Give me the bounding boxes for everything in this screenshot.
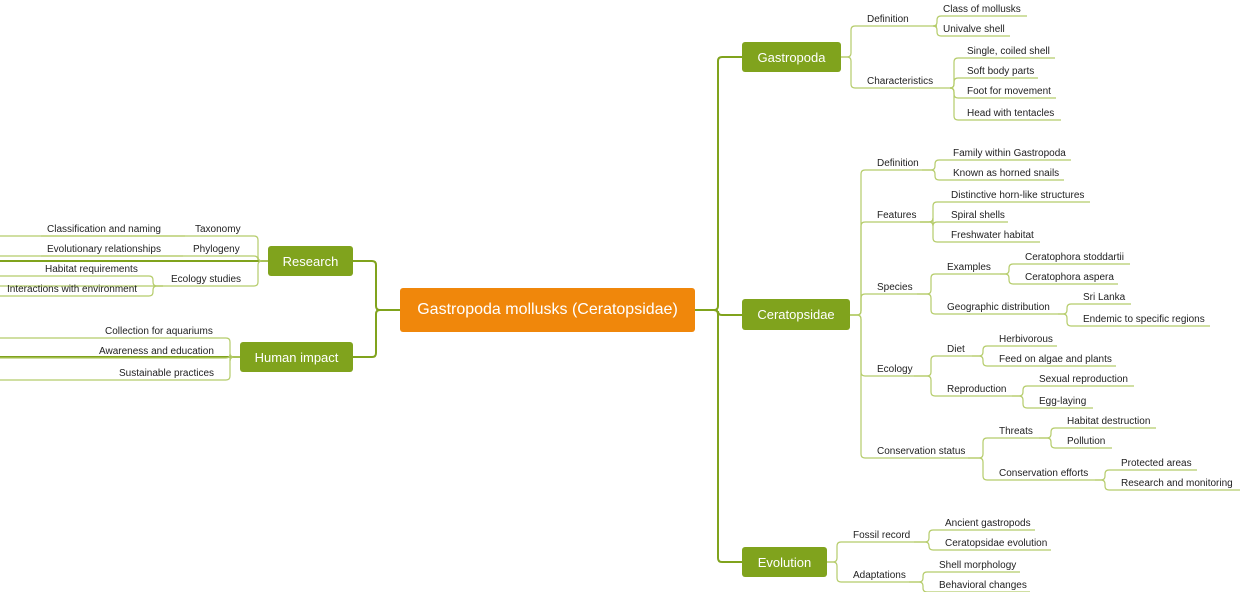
- connector: [827, 541, 914, 563]
- research-phylogeny[interactable]: Phylogeny: [193, 244, 240, 255]
- connector: [1058, 303, 1131, 315]
- connector: [0, 309, 400, 358]
- connector: [1012, 395, 1093, 409]
- connector: [850, 314, 968, 459]
- effort-item[interactable]: Protected areas: [1121, 458, 1192, 469]
- research-ecology-studies[interactable]: Ecology studies: [171, 274, 242, 285]
- ecology-diet[interactable]: Diet: [947, 344, 965, 355]
- connector: [920, 201, 1090, 223]
- connector: [695, 309, 742, 563]
- diet-item[interactable]: Feed on algae and plants: [999, 354, 1112, 365]
- ceratopsidae-conservation[interactable]: Conservation status: [877, 446, 966, 457]
- distribution-item[interactable]: Endemic to specific regions: [1083, 314, 1205, 325]
- connector: [850, 293, 917, 316]
- root-topic[interactable]: Gastropoda mollusks (Ceratopsidae): [400, 288, 695, 332]
- connector: [914, 355, 972, 377]
- species-example-item[interactable]: Ceratophora stoddartii: [1025, 252, 1124, 263]
- adaptation-item[interactable]: Behavioral changes: [939, 580, 1027, 591]
- connector: [695, 56, 742, 311]
- branch-research[interactable]: Research: [268, 246, 353, 276]
- ecology-study-item[interactable]: Habitat requirements: [45, 264, 138, 275]
- human-impact-item[interactable]: Collection for aquariums: [105, 326, 213, 337]
- connector: [932, 25, 1010, 37]
- gastropoda-definition[interactable]: Definition: [867, 14, 909, 25]
- gastropoda-characteristic-item[interactable]: Soft body parts: [967, 66, 1035, 77]
- connector: [841, 56, 951, 89]
- species-examples[interactable]: Examples: [947, 262, 991, 273]
- gastropoda-definition-item[interactable]: Univalve shell: [943, 24, 1005, 35]
- connector: [922, 169, 1064, 181]
- ceratopsidae-feature-item[interactable]: Spiral shells: [951, 210, 1005, 221]
- connector: [917, 293, 1058, 315]
- human-impact-item[interactable]: Awareness and education: [99, 346, 214, 357]
- gastropoda-characteristics[interactable]: Characteristics: [867, 76, 934, 87]
- gastropoda-characteristic-item[interactable]: Head with tentacles: [967, 108, 1055, 119]
- conservation-efforts[interactable]: Conservation efforts: [999, 468, 1089, 479]
- connector: [1012, 385, 1134, 397]
- distribution-item[interactable]: Sri Lanka: [1083, 292, 1126, 303]
- diet-item[interactable]: Herbivorous: [999, 334, 1053, 345]
- taxonomy-item[interactable]: Classification and naming: [47, 224, 161, 235]
- research-taxonomy[interactable]: Taxonomy: [195, 224, 241, 235]
- fossil-item[interactable]: Ancient gastropods: [945, 518, 1031, 529]
- connector: [914, 375, 1012, 397]
- conservation-threats[interactable]: Threats: [999, 426, 1033, 437]
- adaptation-item[interactable]: Shell morphology: [939, 560, 1017, 571]
- ceratopsidae-features[interactable]: Features: [877, 210, 917, 221]
- connector: [827, 561, 909, 583]
- gastropoda-characteristic-item[interactable]: Foot for movement: [967, 86, 1051, 97]
- connector: [0, 356, 240, 381]
- evolution-fossil-record[interactable]: Fossil record: [853, 530, 911, 541]
- ceratopsidae-species[interactable]: Species: [877, 282, 913, 293]
- ceratopsidae-ecology[interactable]: Ecology: [877, 364, 913, 375]
- connector: [1039, 437, 1112, 449]
- gastropoda-definition-item[interactable]: Class of mollusks: [943, 4, 1021, 15]
- connector: [968, 437, 1039, 459]
- connector: [968, 457, 1095, 481]
- branch-ceratopsidae[interactable]: Ceratopsidae: [742, 299, 850, 330]
- ecology-study-item[interactable]: Interactions with environment: [7, 284, 138, 295]
- species-distribution[interactable]: Geographic distribution: [947, 302, 1050, 313]
- phylogeny-item[interactable]: Evolutionary relationships: [47, 244, 161, 255]
- threat-item[interactable]: Pollution: [1067, 436, 1106, 447]
- connector: [914, 541, 1051, 551]
- fossil-item[interactable]: Ceratopsidae evolution: [945, 538, 1048, 549]
- effort-item[interactable]: Research and monitoring: [1121, 478, 1233, 489]
- reproduction-item[interactable]: Sexual reproduction: [1039, 374, 1128, 385]
- connector: [917, 273, 1000, 295]
- ecology-reproduction[interactable]: Reproduction: [947, 384, 1007, 395]
- connector: [1000, 273, 1118, 285]
- branch-evolution[interactable]: Evolution: [742, 547, 827, 577]
- ceratopsidae-definition-item[interactable]: Known as horned snails: [953, 168, 1060, 179]
- connector: [0, 260, 268, 287]
- connector: [841, 25, 937, 58]
- threat-item[interactable]: Habitat destruction: [1067, 416, 1151, 427]
- connector: [1058, 313, 1210, 327]
- evolution-adaptations[interactable]: Adaptations: [853, 570, 906, 581]
- gastropoda-characteristic-item[interactable]: Single, coiled shell: [967, 46, 1050, 57]
- connector: [949, 87, 1061, 121]
- connector: [0, 285, 163, 297]
- connector: [1095, 479, 1240, 491]
- species-example-item[interactable]: Ceratophora aspera: [1025, 272, 1114, 283]
- connector: [920, 221, 1040, 243]
- branch-gastropoda[interactable]: Gastropoda: [742, 42, 841, 72]
- ceratopsidae-feature-item[interactable]: Freshwater habitat: [951, 230, 1034, 241]
- connector: [972, 355, 1116, 367]
- reproduction-item[interactable]: Egg-laying: [1039, 396, 1087, 407]
- ceratopsidae-definition-item[interactable]: Family within Gastropoda: [953, 148, 1066, 159]
- ceratopsidae-feature-item[interactable]: Distinctive horn-like structures: [951, 190, 1085, 201]
- branch-human-impact[interactable]: Human impact: [240, 342, 353, 372]
- ceratopsidae-definition[interactable]: Definition: [877, 158, 919, 169]
- human-impact-item[interactable]: Sustainable practices: [119, 368, 215, 379]
